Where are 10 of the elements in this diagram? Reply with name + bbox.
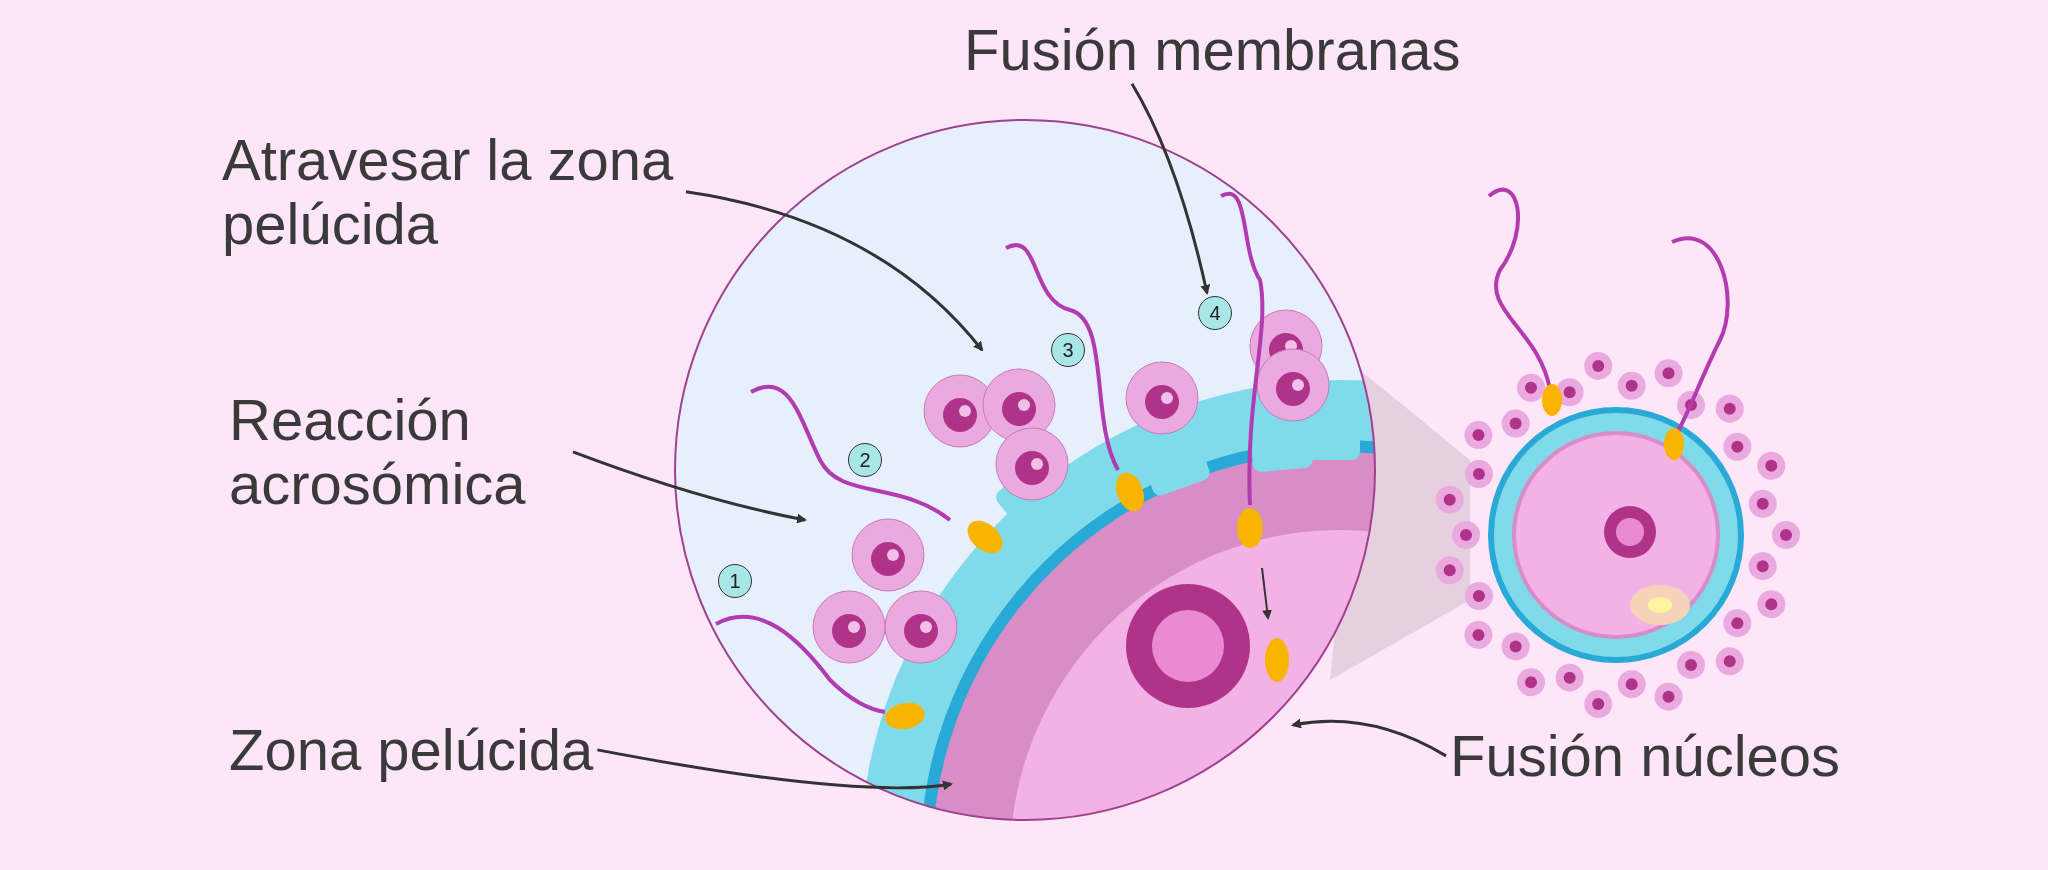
- leader-arrow: [597, 748, 953, 791]
- leader-arrow: [572, 450, 807, 524]
- callout-label: Reacción acrosómica: [229, 388, 569, 516]
- callout-label: Zona pelúcida: [229, 718, 594, 782]
- leader-arrow: [1291, 718, 1447, 758]
- leader-arrow: [685, 190, 984, 352]
- callout-label: Fusión núcleos: [1450, 724, 1841, 788]
- callout-label: Fusión membranas: [964, 18, 1461, 82]
- callout-label: Atravesar la zona pelúcida: [222, 128, 682, 256]
- leader-arrow: [1130, 83, 1211, 295]
